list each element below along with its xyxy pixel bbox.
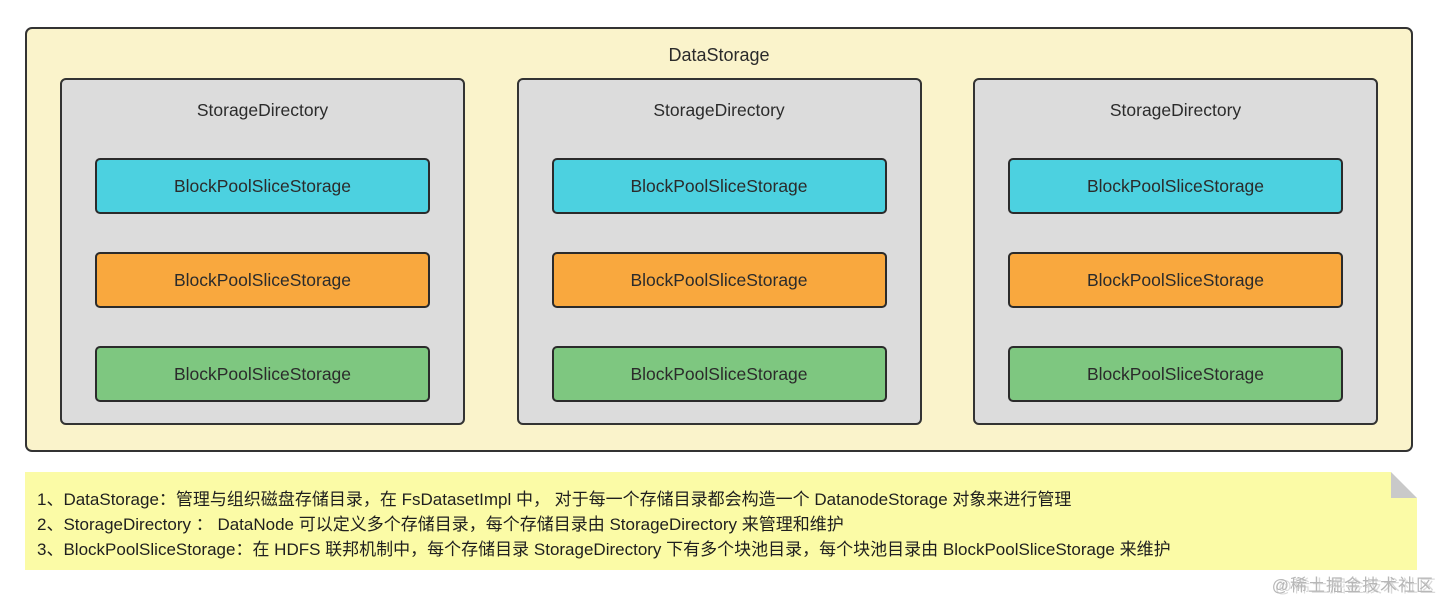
block-pool-slice-storage-orange: BlockPoolSliceStorage	[95, 252, 430, 308]
block-pool-slice-storage-cyan: BlockPoolSliceStorage	[95, 158, 430, 214]
storage-directory-card-2: StorageDirectory BlockPoolSliceStorage B…	[516, 78, 922, 425]
datastorage-title: DataStorage	[668, 45, 770, 65]
block-pool-slice-storage-green: BlockPoolSliceStorage	[1008, 346, 1343, 402]
block-pool-slice-storage-orange: BlockPoolSliceStorage	[1008, 252, 1343, 308]
folded-corner-icon	[1391, 472, 1417, 498]
storage-directory-title: StorageDirectory	[653, 100, 785, 120]
note-line-1: 1、DataStorage：管理与组织磁盘存储目录，在 FsDatasetImp…	[37, 490, 1072, 509]
datastorage-container: DataStorage StorageDirectory BlockPoolSl…	[25, 27, 1413, 452]
block-pool-slice-storage-green: BlockPoolSliceStorage	[95, 346, 430, 402]
block-pool-slice-storage-cyan: BlockPoolSliceStorage	[551, 158, 887, 214]
watermark: @稀土掘金技术社区	[1271, 576, 1434, 595]
storage-directory-title: StorageDirectory	[1109, 100, 1242, 120]
block-pool-slice-storage-cyan: BlockPoolSliceStorage	[1008, 158, 1343, 214]
storage-directory-row: StorageDirectory BlockPoolSliceStorage B…	[27, 78, 1411, 425]
storage-directory-card-3: StorageDirectory BlockPoolSliceStorage B…	[973, 78, 1378, 425]
note-line-2: 2、StorageDirectory ： DataNode 可以定义多个存储目录…	[37, 515, 844, 534]
storage-directory-card-1: StorageDirectory BlockPoolSliceStorage B…	[60, 78, 465, 425]
block-pool-slice-storage-green: BlockPoolSliceStorage	[551, 346, 887, 402]
note-panel: 1、DataStorage：管理与组织磁盘存储目录，在 FsDatasetImp…	[25, 472, 1417, 570]
note-line-3: 3、BlockPoolSliceStorage：在 HDFS 联邦机制中，每个存…	[37, 540, 1171, 559]
storage-directory-title: StorageDirectory	[196, 100, 329, 120]
block-pool-slice-storage-orange: BlockPoolSliceStorage	[551, 252, 887, 308]
